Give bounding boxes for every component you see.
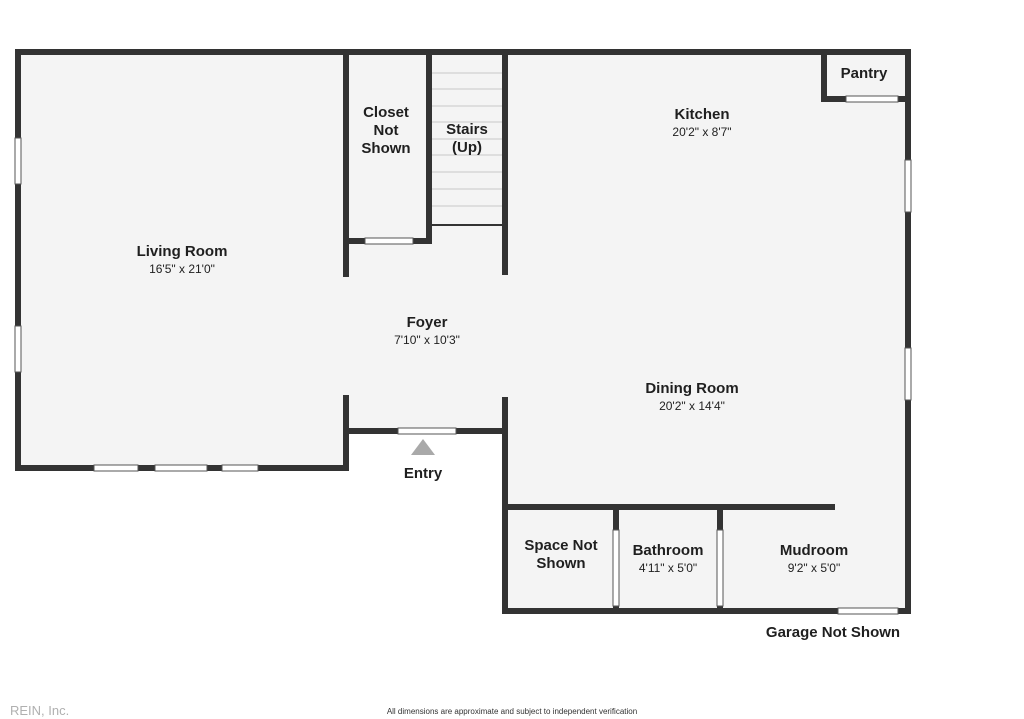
room-name: Kitchen	[674, 106, 730, 123]
floor-living-bottom	[18, 428, 348, 468]
room-name: Dining Room	[645, 380, 739, 397]
pantry-door	[845, 95, 899, 103]
entry-door	[397, 427, 457, 435]
room-bathroom: Bathroom 4'11" x 5'0"	[633, 542, 704, 575]
floor-main	[18, 52, 908, 428]
floor-fill	[18, 52, 908, 611]
room-name-line: Space Not	[524, 537, 598, 554]
stairs-treads	[432, 72, 502, 226]
room-name-line: Shown	[536, 555, 586, 572]
window	[14, 325, 22, 373]
entry-arrow-icon	[411, 439, 435, 455]
room-dims: 20'2" x 8'7"	[672, 125, 732, 139]
room-name: Bathroom	[632, 542, 704, 559]
garage-label: Garage Not Shown	[765, 624, 901, 641]
room-dining: Dining Room 20'2" x 14'4"	[645, 380, 738, 413]
room-living: Living Room 16'5" x 21'0"	[137, 243, 228, 276]
room-name: Mudroom	[779, 542, 849, 559]
window	[93, 464, 139, 472]
room-name: Living Room	[136, 243, 228, 260]
room-name: Foyer	[406, 314, 448, 331]
openings	[364, 95, 899, 615]
window	[14, 137, 22, 185]
room-name-line: Not	[373, 122, 399, 139]
floor-dining-bottom	[505, 428, 908, 611]
room-dims: 7'10" x 10'3"	[394, 333, 460, 347]
room-dims: 9'2" x 5'0"	[787, 561, 841, 575]
room-name-line: Stairs	[446, 121, 488, 138]
window	[904, 347, 912, 401]
room-name-line: Shown	[361, 140, 411, 157]
room-name-line: (Up)	[451, 139, 482, 156]
room-dims: 16'5" x 21'0"	[149, 262, 215, 276]
room-stairs: Stairs (Up)	[446, 121, 488, 157]
room-pantry: Pantry	[841, 65, 888, 83]
room-kitchen: Kitchen 20'2" x 8'7"	[672, 106, 731, 139]
room-mudroom: Mudroom 9'2" x 5'0"	[780, 542, 848, 575]
room-dims: 4'11" x 5'0"	[638, 561, 698, 575]
room-dims: 20'2" x 14'4"	[659, 399, 725, 413]
disclaimer-note: All dimensions are approximate and subje…	[386, 707, 638, 716]
garage-door	[837, 607, 899, 615]
entry-label: Entry	[403, 465, 443, 482]
closet-door	[364, 237, 414, 245]
bathroom-door-left	[612, 529, 620, 607]
room-foyer: Foyer 7'10" x 10'3"	[394, 314, 460, 347]
bathroom-door-right	[716, 529, 724, 607]
room-name: Pantry	[840, 65, 888, 82]
windows	[14, 137, 912, 472]
window	[154, 464, 208, 472]
watermark: REIN, Inc.	[10, 703, 70, 718]
window	[904, 159, 912, 213]
room-name-line: Closet	[363, 104, 409, 121]
window	[221, 464, 259, 472]
room-closet: Closet Not Shown	[361, 104, 410, 158]
room-space-not-shown: Space Not Shown	[524, 537, 597, 573]
